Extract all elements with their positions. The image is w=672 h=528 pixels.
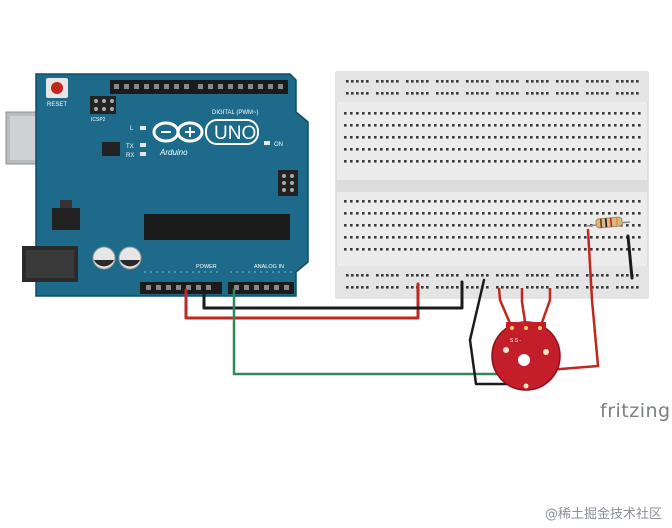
icsp-label: ICSP2 [91,117,106,123]
sensor-pad-left [503,347,509,353]
wire-signal-green [232,288,522,382]
reset-label: RESET [47,102,67,108]
uno-logo-text: UNO [214,123,256,144]
tx-label: TX [126,144,134,150]
wire-vcc-sensor [546,228,600,372]
sensor-pin-label: S S - [510,338,521,344]
breadboard-holes [344,80,641,289]
l-led [140,126,146,130]
microcontroller-chip [144,214,290,240]
capacitor-2-band [120,260,140,267]
digital-header-pins [114,84,283,89]
sensor-pad-bottom [523,383,529,389]
wire-5v-red [184,282,420,320]
breadboard [335,71,649,299]
uno-badge [205,119,259,145]
sensor-leg-2 [520,288,528,329]
wire-gnd-sensor [468,278,510,386]
rx-label: RX [126,153,134,159]
top-power-rail [336,72,648,102]
resistor [585,216,631,229]
power-header-pins [146,285,211,290]
sensor-leg-3 [538,288,552,329]
on-led [264,141,270,145]
wire-resistor-gnd [626,234,634,280]
watermark: @稀土掘金技术社区 [544,507,662,522]
rx-led [140,152,146,156]
regulator-tab [60,200,72,208]
on-label: ON [274,142,283,148]
sensor-hole [518,354,530,366]
capacitor-1-band [94,260,114,267]
sensor-pad-right [543,349,549,355]
usb-chip [102,142,120,156]
arduino-logo [152,121,204,143]
wire-gnd-black [202,280,464,310]
sensor-module: S S - [491,287,561,391]
arduino-brand-text: Arduino [159,148,188,157]
analog-header-pins [234,285,289,290]
reset-button-cap[interactable] [51,82,63,94]
fritzing-logo: fritzing [600,400,671,422]
digital-label: DIGITAL (PWM~) [212,110,259,116]
l-label: L [130,126,134,132]
voltage-regulator [52,208,80,230]
arduino-board: RESET ICSP2 DIGITAL (PWM~) [5,73,309,297]
center-channel [336,180,648,192]
power-label: POWER [196,264,217,270]
bottom-power-rail [336,266,648,298]
sensor-leg-1 [497,287,514,329]
board-body [35,73,309,297]
power-jack-inner [26,250,74,278]
icsp-header [90,96,116,114]
icsp-header-right [278,170,298,196]
tx-led [140,143,146,147]
analog-label: ANALOG IN [254,264,284,270]
